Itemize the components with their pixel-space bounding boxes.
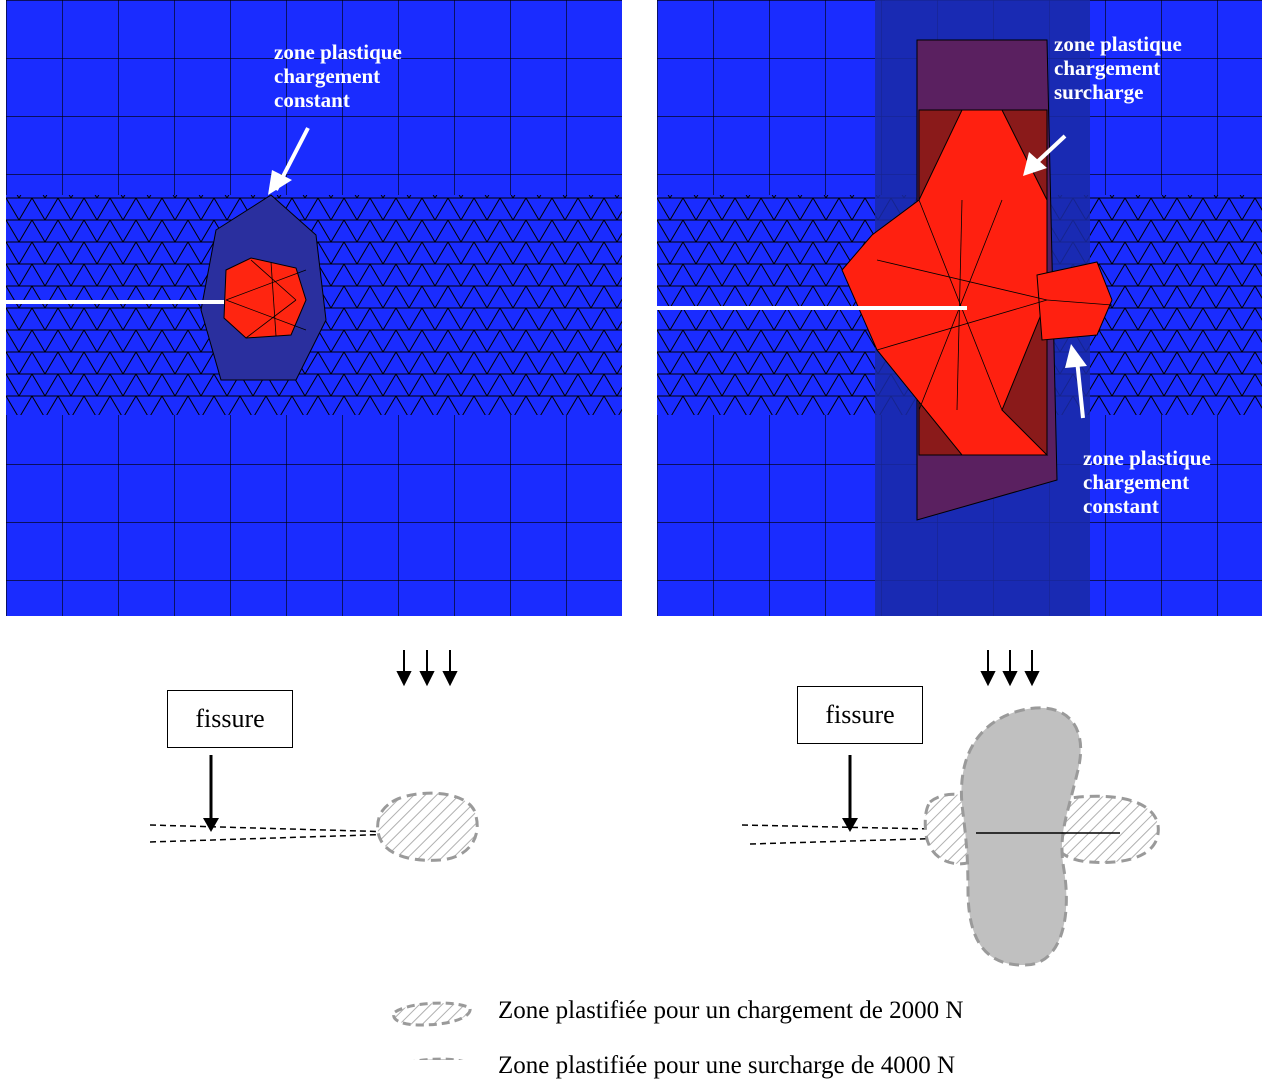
hatched-zone-right-front xyxy=(1050,794,1160,864)
load-arrows-right xyxy=(980,650,1040,687)
arrow-overload xyxy=(1033,134,1067,166)
gray-zone-overload xyxy=(959,706,1083,967)
annotation-overload: zone plastique chargement surcharge xyxy=(1054,32,1182,104)
hatched-zone-left xyxy=(376,791,479,862)
fe-mesh-constant-load: zone plastique chargement constant xyxy=(6,0,622,616)
mesh-svg-right xyxy=(657,0,1262,616)
annotation-constant-left: zone plastique chargement constant xyxy=(274,40,402,112)
plastic-zone-overload xyxy=(841,109,1049,456)
legend-hatched-text: Zone plastifiée pour un chargement de 20… xyxy=(498,997,964,1024)
fissure-label-left: fissure xyxy=(167,690,293,748)
fe-mesh-overload: zone plastique chargement surcharge zone… xyxy=(657,0,1262,616)
mesh-svg-left xyxy=(6,0,622,616)
crack-line-left xyxy=(6,300,224,304)
fissure-label-right: fissure xyxy=(797,686,923,744)
load-arrows-left xyxy=(396,650,458,687)
schematic-svg xyxy=(149,650,1160,1060)
legend-hatched-icon xyxy=(392,1001,472,1027)
plastic-zone-constant-right xyxy=(1036,261,1113,341)
legend-gray-icon xyxy=(413,1057,464,1060)
legend-gray-text: Zone plastifiée pour une surcharge de 40… xyxy=(498,1052,956,1079)
crack-line-right xyxy=(657,306,967,310)
annotation-constant-right: zone plastique chargement constant xyxy=(1083,446,1211,518)
arrow-constant-right xyxy=(1075,359,1085,419)
